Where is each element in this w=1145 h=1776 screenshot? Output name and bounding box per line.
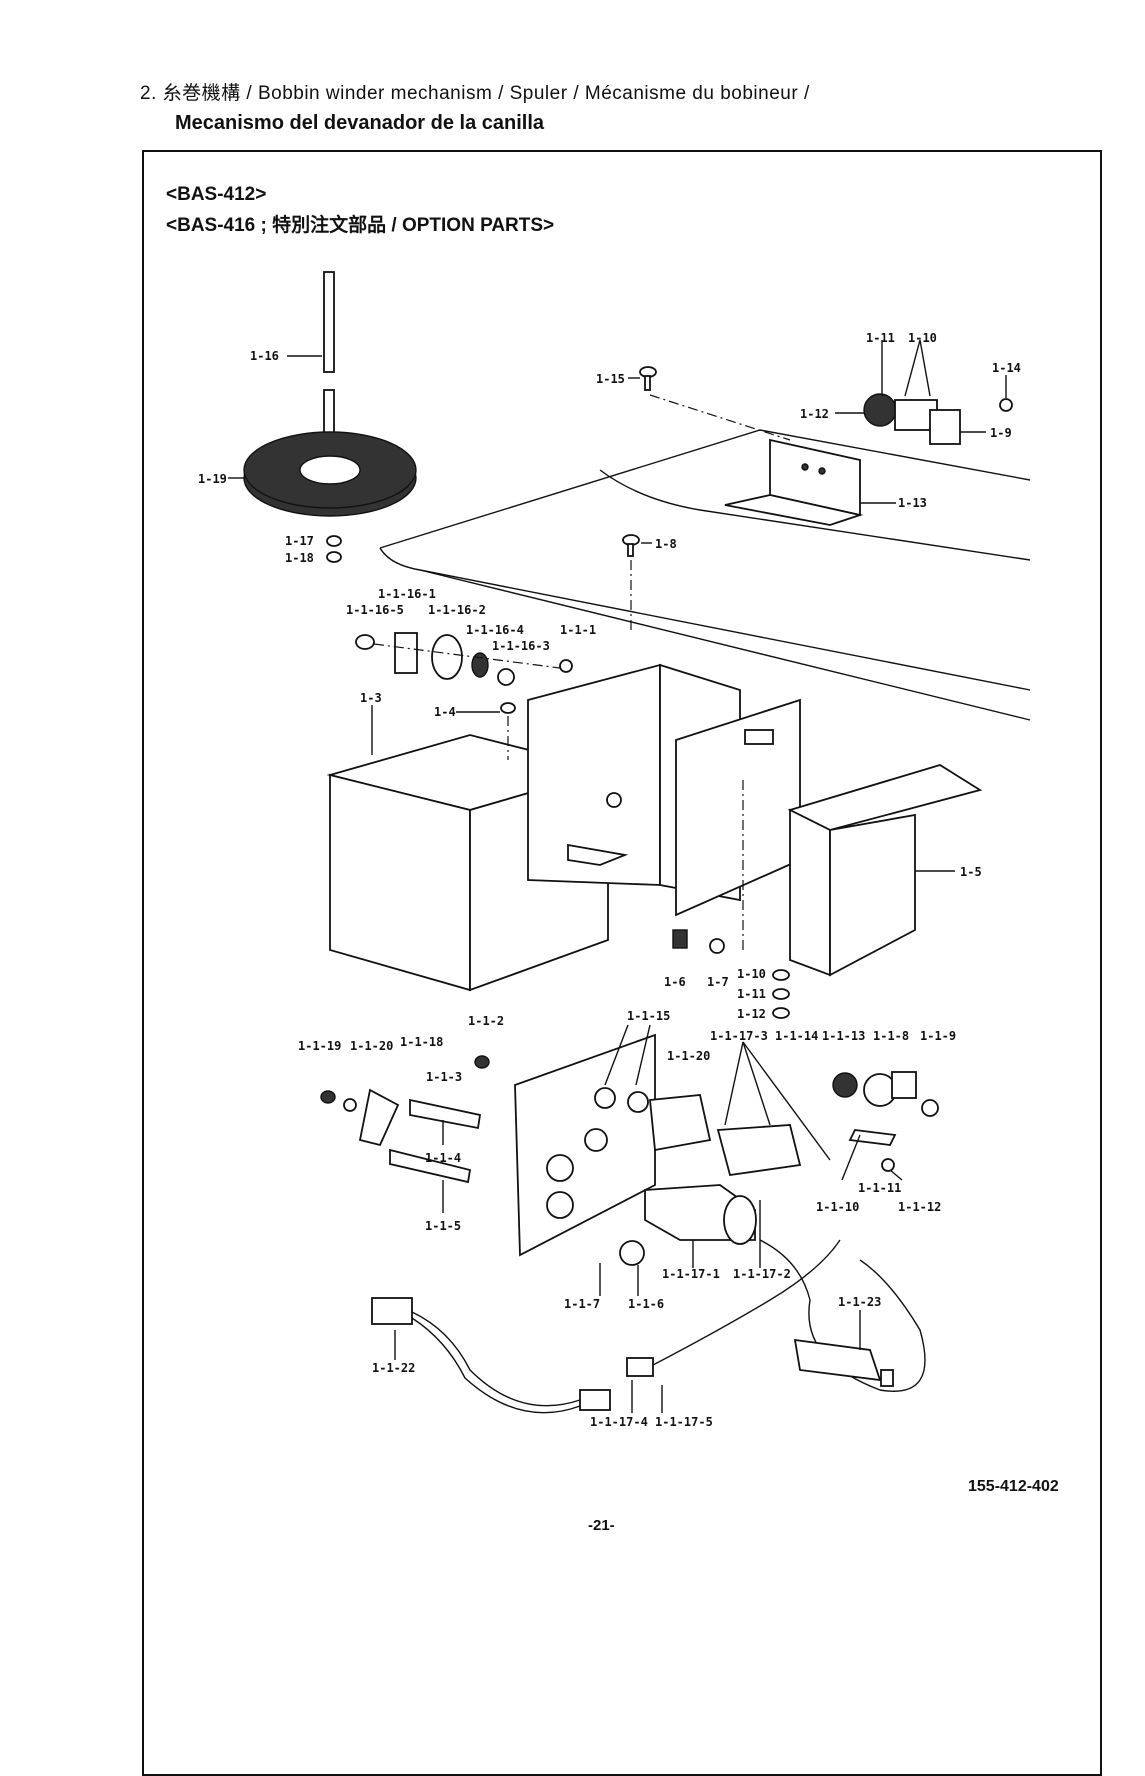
model-label-bas416: <BAS-416 ; 特別注文部品 / OPTION PARTS>: [166, 215, 555, 236]
label-1-1-17-2: 1-1-17-2: [733, 1267, 791, 1281]
label-1-9: 1-9: [990, 426, 1012, 440]
page-number: -21-: [588, 1517, 615, 1534]
label-1-1-16-3: 1-1-16-3: [492, 639, 550, 653]
label-1-1-5: 1-1-5: [425, 1219, 461, 1233]
pulley-assembly: [355, 632, 573, 686]
washer-nut: [326, 535, 342, 563]
label-1-15: 1-15: [596, 372, 625, 386]
wiring-harness: [371, 1239, 926, 1414]
label-1-1-9: 1-1-9: [920, 1029, 956, 1043]
label-1-1-1: 1-1-1: [560, 623, 596, 637]
main-bracket-frame: [527, 663, 801, 917]
label-1-1-2: 1-1-2: [468, 1014, 504, 1028]
label-1-1-6: 1-1-6: [628, 1297, 664, 1311]
label-1-19: 1-19: [198, 472, 227, 486]
label-1-1-4: 1-1-4: [425, 1151, 461, 1165]
label-1-1-10: 1-1-10: [816, 1200, 859, 1214]
screw-1-8: [622, 534, 652, 630]
label-1-1-17-1: 1-1-17-1: [662, 1267, 720, 1281]
section-title-multilingual: 2. 糸巻機構 / Bobbin winder mechanism / Spul…: [140, 83, 810, 104]
label-1-1-16-4: 1-1-16-4: [466, 623, 524, 637]
label-1-14: 1-14: [992, 361, 1021, 375]
label-1-6: 1-6: [664, 975, 686, 989]
label-1-1-7: 1-1-7: [564, 1297, 600, 1311]
model-label-bas412: <BAS-412>: [166, 184, 267, 205]
document-number: 155-412-402: [968, 1478, 1059, 1495]
screw-1-15: [628, 366, 791, 441]
lower-mechanism: [514, 1033, 939, 1266]
spool-felt-disc: [228, 431, 417, 517]
label-1-1-15: 1-1-15: [627, 1009, 670, 1023]
label-1-1-17-5: 1-1-17-5: [655, 1415, 713, 1429]
label-1-3: 1-3: [360, 691, 382, 705]
label-1-17: 1-17: [285, 534, 314, 548]
label-1-11-washer: 1-11: [737, 987, 766, 1001]
label-1-1-18: 1-1-18: [400, 1035, 443, 1049]
label-1-12-nut: 1-12: [737, 1007, 766, 1021]
label-1-4: 1-4: [434, 705, 456, 719]
screw-1-4: [456, 702, 516, 760]
label-1-10: 1-10: [908, 331, 937, 345]
label-1-7: 1-7: [707, 975, 729, 989]
section-title-spanish: Mecanismo del devanador de la canilla: [175, 112, 545, 134]
leader-lines: [394, 1024, 903, 1413]
label-1-1-3: 1-1-3: [426, 1070, 462, 1084]
label-1-16: 1-16: [250, 349, 279, 363]
label-1-1-17-3: 1-1-17-3: [710, 1029, 768, 1043]
label-1-1-19: 1-1-19: [298, 1039, 341, 1053]
label-1-8: 1-8: [655, 537, 677, 551]
label-1-18: 1-18: [285, 551, 314, 565]
exploded-parts-diagram: 1-16 1-19 1-17 1-18 1-15 1-11 1-10 1-14 …: [198, 271, 1031, 1429]
fastener-group: [672, 780, 790, 1019]
label-1-11: 1-11: [866, 331, 895, 345]
label-1-1-16-2: 1-1-16-2: [428, 603, 486, 617]
label-1-1-13: 1-1-13: [822, 1029, 865, 1043]
left-linkage: [320, 1055, 490, 1184]
winder-bracket: [724, 438, 896, 526]
label-1-1-20-left: 1-1-20: [350, 1039, 393, 1053]
table-top-outline: [379, 429, 1031, 721]
label-1-1-12: 1-1-12: [898, 1200, 941, 1214]
label-1-1-11: 1-1-11: [858, 1181, 901, 1195]
label-1-1-20-right: 1-1-20: [667, 1049, 710, 1063]
label-1-1-23: 1-1-23: [838, 1295, 881, 1309]
label-1-13: 1-13: [898, 496, 927, 510]
label-1-12: 1-12: [800, 407, 829, 421]
label-1-1-16-1: 1-1-16-1: [378, 587, 436, 601]
label-1-1-8: 1-1-8: [873, 1029, 909, 1043]
label-1-5: 1-5: [960, 865, 982, 879]
side-bracket-1-5: [787, 764, 983, 977]
label-1-1-17-4: 1-1-17-4: [590, 1415, 648, 1429]
label-1-1-22: 1-1-22: [372, 1361, 415, 1375]
label-1-10-washer: 1-10: [737, 967, 766, 981]
bobbin-winder-unit: [835, 339, 1013, 445]
label-1-1-16-5: 1-1-16-5: [346, 603, 404, 617]
label-1-1-14: 1-1-14: [775, 1029, 818, 1043]
